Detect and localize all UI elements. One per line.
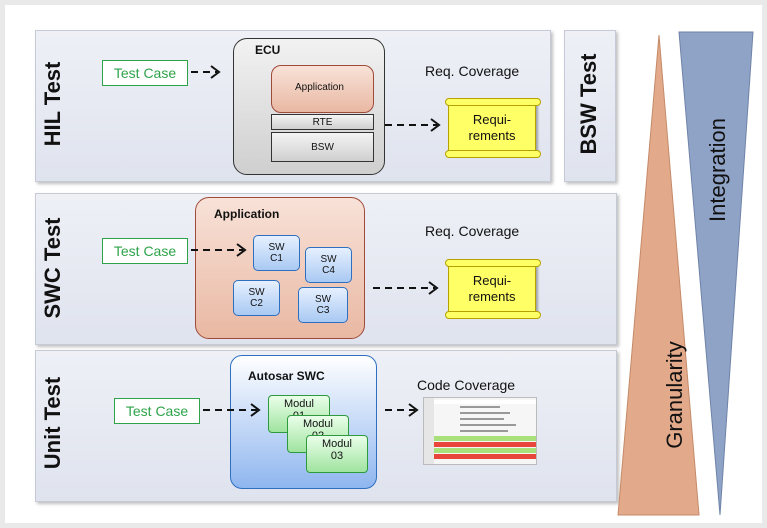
swc-requirements-scroll: Requi-rements xyxy=(445,259,541,319)
integration-label: Integration xyxy=(705,118,730,222)
bsw-test-panel xyxy=(564,30,616,182)
swc-c3-line2: C3 xyxy=(316,305,330,316)
modul-03-line2: 03 xyxy=(330,450,344,462)
hil-req-line1: Requi- xyxy=(472,112,512,127)
ecu-title: ECU xyxy=(255,43,281,57)
autosar-swc-title: Autosar SWC xyxy=(248,369,325,383)
swc-c4-line2: C4 xyxy=(322,265,335,276)
swc-req-coverage-label: Req. Coverage xyxy=(425,223,520,239)
hil-req-coverage-label: Req. Coverage xyxy=(425,63,520,79)
swc-req-line1: Requi- xyxy=(472,273,512,288)
modul-02-line1: Modul xyxy=(303,418,333,430)
swc-c1-line2: C1 xyxy=(270,253,283,264)
swc-c2-line2: C2 xyxy=(250,298,263,309)
ecu-application-label: Application xyxy=(295,82,344,93)
code-coverage-screenshot xyxy=(423,397,537,465)
swc-req-line2: rements xyxy=(468,289,516,304)
ecu-application-box xyxy=(271,65,374,113)
swc-c4-line1: SW xyxy=(320,254,337,265)
granularity-label: Granularity xyxy=(662,341,687,449)
hil-test-case: Test Case xyxy=(102,60,188,86)
swc-c3-line1: SW xyxy=(314,294,332,305)
bsw-layer: BSW xyxy=(271,132,374,162)
unit-test-case: Test Case xyxy=(114,398,200,424)
rte-layer: RTE xyxy=(271,114,374,130)
application-title: Application xyxy=(214,207,280,221)
modul-02: Modul02 xyxy=(287,415,349,453)
hil-requirements-scroll: Requi-rements xyxy=(445,98,541,158)
granularity-triangle xyxy=(617,34,700,516)
hil-req-line2: rements xyxy=(468,128,516,143)
swc-c1-line1: SW xyxy=(268,242,285,253)
modul-01-line1: Modul xyxy=(284,398,314,410)
integration-triangle xyxy=(678,31,754,516)
swc-c2-line1: SW xyxy=(248,287,265,298)
triangles-graphic xyxy=(191,31,754,516)
modul-03-line1: Modul xyxy=(322,438,352,450)
swc-test-case: Test Case xyxy=(102,238,188,264)
diagram-canvas: HIL Test Test Case ECU Application RTE B… xyxy=(5,5,762,523)
code-coverage-label: Code Coverage xyxy=(417,377,516,393)
